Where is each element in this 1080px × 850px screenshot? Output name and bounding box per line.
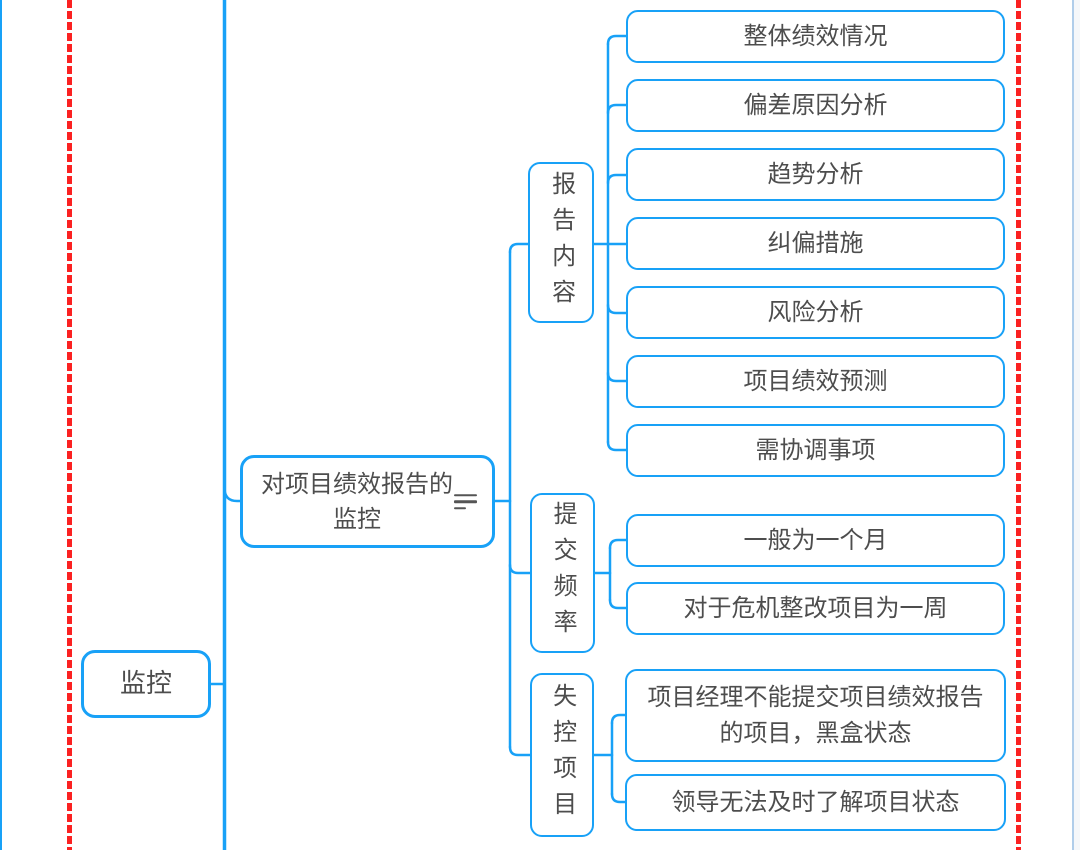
branch-node-report-content[interactable]: 报告内容 bbox=[528, 162, 594, 323]
topic-node-performance-report-monitoring[interactable]: 对项目绩效报告的监控 bbox=[240, 455, 495, 548]
notes-icon[interactable] bbox=[454, 493, 478, 510]
child-node[interactable]: 项目绩效预测 bbox=[626, 355, 1005, 408]
child-node[interactable]: 项目经理不能提交项目绩效报告的项目，黑盒状态 bbox=[625, 669, 1006, 762]
child-node[interactable]: 偏差原因分析 bbox=[626, 79, 1005, 132]
page-break-line-right bbox=[1016, 0, 1021, 850]
branch-node-submission-frequency[interactable]: 提交频率 bbox=[530, 493, 595, 653]
topic-label: 对项目绩效报告的监控 bbox=[261, 470, 453, 533]
branch-node-out-of-control-projects[interactable]: 失控项目 bbox=[530, 673, 594, 837]
root-node-monitoring[interactable]: 监控 bbox=[81, 650, 211, 718]
child-node[interactable]: 领导无法及时了解项目状态 bbox=[625, 774, 1006, 831]
child-node[interactable]: 一般为一个月 bbox=[626, 514, 1005, 567]
child-node[interactable]: 需协调事项 bbox=[626, 424, 1005, 477]
child-node[interactable]: 对于危机整改项目为一周 bbox=[626, 582, 1005, 635]
canvas-left-border bbox=[0, 0, 2, 850]
child-node[interactable]: 风险分析 bbox=[626, 286, 1005, 339]
panel-right-edge bbox=[1072, 0, 1074, 850]
panel-right-strip bbox=[1073, 0, 1080, 850]
page-break-line-left bbox=[67, 0, 72, 850]
child-node[interactable]: 纠偏措施 bbox=[626, 217, 1005, 270]
child-node[interactable]: 整体绩效情况 bbox=[626, 10, 1005, 63]
child-node[interactable]: 趋势分析 bbox=[626, 148, 1005, 201]
